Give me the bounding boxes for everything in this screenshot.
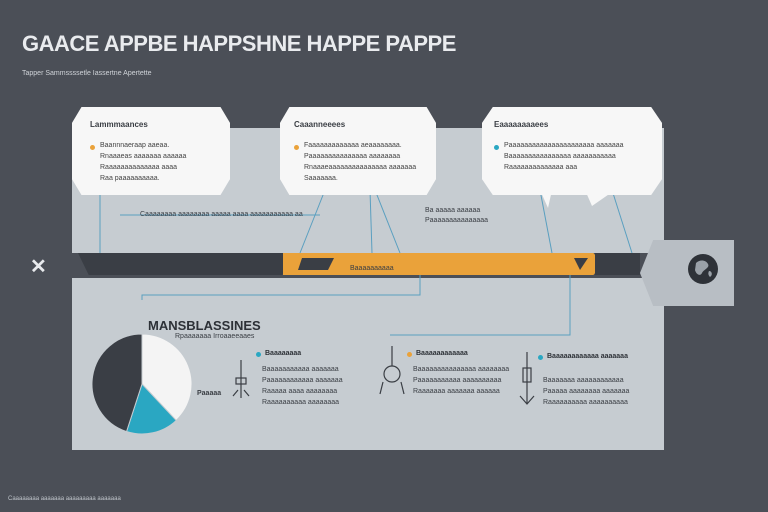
pie-label: Paaaaa [197, 390, 222, 397]
bar-marker-icon [298, 258, 334, 270]
pie-slice [141, 333, 193, 422]
connector-line [369, 189, 373, 254]
connector-line [539, 189, 553, 254]
callout-text: Baannnaeraap aaeaa. [100, 142, 170, 149]
callout-title: Eaaaaaaaaees [494, 120, 549, 129]
page-subtitle: Tapper Sammssssetle Iassertne Apertette [22, 70, 152, 77]
globe-icon [688, 254, 718, 284]
callout-title: Caaanneeees [294, 120, 346, 129]
callout-text: Raa paaaaaaaaaa. [100, 175, 160, 182]
callout-text: Paaaaaaaaaaaaaaa aaaaaaaa [304, 153, 401, 160]
bullet-dot [494, 145, 499, 150]
pie-slice [125, 383, 177, 435]
callout-text: Raaaaaaaaaaaaaa aaaa [100, 164, 178, 171]
bullet-dot [90, 145, 95, 150]
feature-text: Paaaaaaaaaaa aaaaaaaaaa [413, 377, 502, 384]
pie-chart [91, 333, 193, 435]
bullet-dot [407, 352, 412, 357]
callout-text: Saaaaaaa. [304, 175, 338, 182]
footer-text: Caaaaaaaa aaaaaaa aaaaaaaaa aaaaaaa [8, 496, 121, 502]
connector-line [141, 275, 421, 300]
page-title: GAACE APPBE HAPPSHNE HAPPE PAPPE [22, 31, 456, 56]
callout-title: Lammmaances [90, 120, 148, 129]
timeline-note: Caaaaaaaa aaaaaaaa aaaaa aaaa aaaaaaaaaa… [140, 211, 303, 218]
section-title: MANSBLASSINES [148, 318, 261, 333]
timeline-note: Ba aaaaa aaaaaa [425, 207, 481, 214]
tool-icon [379, 346, 405, 395]
callout-text: Rnaaaeas aaaaaaa aaaaaa [100, 153, 187, 160]
connector-line [299, 189, 326, 254]
pie-slice [91, 333, 143, 433]
callout-text: Rnaaaeaaaaaaaaaaaaaaa aaaaaaa [304, 164, 417, 171]
feature-text: Baaaaaaaaaaaaaaa aaaaaaaa [413, 366, 510, 373]
feature-text: Raaaaaaaaaa aaaaaaaa [262, 399, 340, 406]
connector-line [390, 275, 571, 336]
bar-label: Baaaaaaaaaa [350, 265, 394, 272]
feature-text: Paaaaa aaaaaaaa aaaaaaa [543, 388, 630, 395]
arrow-marker-icon [574, 258, 588, 270]
wrench-icon [232, 360, 250, 398]
connector-line [611, 189, 633, 254]
feature-title: Baaaaaaaaaaaa [416, 350, 468, 357]
timeline-bar-orange [283, 253, 603, 275]
timeline-bar-end [595, 253, 640, 275]
bullet-dot [256, 352, 261, 357]
bullet-dot [294, 145, 299, 150]
callout-tail [540, 190, 615, 208]
connector-line [374, 189, 401, 254]
feature-title: Baaaaaaaa [265, 350, 302, 357]
callout-box-1: Lammmaances Baannnaeraap aaeaa. Rnaaaeas… [72, 107, 230, 195]
screwdriver-icon [519, 352, 535, 405]
timeline-note: Paaaaaaaaaaaaaaa [425, 217, 489, 224]
feature-text: Baaaaaaa aaaaaaaaaaaa [543, 377, 624, 384]
callout-text: Faaaaaaaaaaaaa aeaaaaaaaa. [304, 142, 402, 149]
feature-text: Raaaaa aaaa aaaaaaaa [262, 388, 338, 395]
section-subtitle: Rpaaaaaaa Irroaaeeaaes [175, 333, 255, 340]
feature-text: Raaaaaaaaaa aaaaaaaaaa [543, 399, 628, 406]
globe-flag [640, 240, 734, 306]
callout-box-2: Caaanneeees Faaaaaaaaaaaaa aeaaaaaaaa. P… [280, 107, 436, 195]
bullet-dot [538, 355, 543, 360]
timeline-bar-dark [78, 253, 293, 275]
feature-text: Raaaaaaa aaaaaaa aaaaaa [413, 388, 500, 395]
feature-title: Baaaaaaaaaaaa aaaaaaa [547, 353, 628, 360]
callout-text: Baaaaaaaaaaaaaaaa aaaaaaaaaaa [504, 153, 616, 160]
callout-text: Raaaaaaaaaaaaaa aaa [504, 164, 578, 171]
callout-text: Paaaaaaaaaaaaaaaaaaaaaa aaaaaaa [504, 142, 624, 149]
feature-text: Baaaaaaaaaaa aaaaaaa [262, 366, 339, 373]
feature-text: Paaaaaaaaaaaa aaaaaaa [262, 377, 343, 384]
callout-box-3: Eaaaaaaaaees Paaaaaaaaaaaaaaaaaaaaaa aaa… [482, 107, 662, 195]
close-icon[interactable]: ✕ [30, 256, 47, 278]
